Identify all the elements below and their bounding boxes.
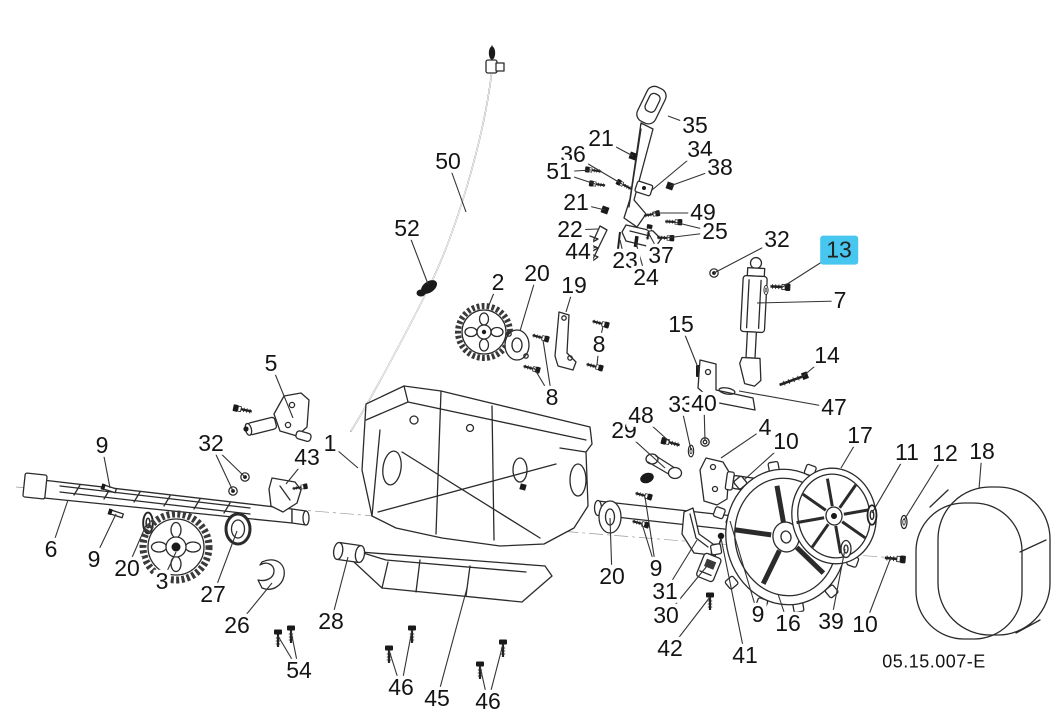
callout-20a[interactable]: 20	[522, 259, 552, 286]
callout-10a[interactable]: 10	[771, 427, 801, 454]
callout-9b[interactable]: 9	[85, 545, 103, 572]
callout-9a[interactable]: 9	[93, 431, 111, 458]
callout-43[interactable]: 43	[292, 443, 322, 470]
part-3-gear	[139, 510, 213, 584]
leader-line-9d	[729, 520, 759, 616]
part-4-bracket	[699, 457, 730, 506]
callout-12[interactable]: 12	[930, 439, 960, 466]
callout-34[interactable]: 34	[685, 135, 715, 162]
part-17-pulley-wheel	[791, 467, 877, 565]
callout-51[interactable]: 51	[544, 157, 574, 184]
part-7-shock-absorber	[739, 256, 768, 387]
callout-30[interactable]: 30	[651, 601, 681, 628]
part-29-link	[640, 453, 683, 484]
callout-46b[interactable]: 46	[473, 687, 503, 714]
part-9-pins	[100, 483, 124, 519]
callout-49[interactable]: 49	[688, 198, 718, 225]
callout-32b[interactable]: 32	[196, 429, 226, 456]
lever-fasteners	[583, 151, 684, 250]
callout-21b[interactable]: 21	[561, 188, 591, 215]
callout-38[interactable]: 38	[705, 153, 735, 180]
callout-48[interactable]: 48	[626, 401, 656, 428]
leader-line-45	[436, 587, 468, 700]
part-28-spacer	[332, 541, 366, 564]
callout-2[interactable]: 2	[489, 268, 507, 295]
callout-54[interactable]: 54	[284, 656, 314, 683]
part-26-strap	[257, 559, 285, 590]
callout-44[interactable]: 44	[563, 237, 593, 264]
callout-27[interactable]: 27	[198, 580, 228, 607]
callout-18[interactable]: 18	[967, 437, 997, 464]
callout-46a[interactable]: 46	[386, 673, 416, 700]
callout-20b[interactable]: 20	[112, 554, 142, 581]
part-30-pawl	[696, 552, 722, 583]
part-6-shaft	[22, 472, 310, 526]
callout-35[interactable]: 35	[680, 111, 710, 138]
leader-line-12	[903, 453, 946, 521]
callout-28[interactable]: 28	[316, 607, 346, 634]
callout-40[interactable]: 40	[689, 389, 719, 416]
callout-1[interactable]: 1	[321, 429, 339, 456]
callout-25[interactable]: 25	[700, 217, 730, 244]
leader-line-47	[738, 390, 835, 409]
callout-32a[interactable]: 32	[762, 225, 792, 252]
callout-24[interactable]: 24	[631, 263, 661, 290]
callout-6[interactable]: 6	[42, 535, 60, 562]
callout-8a[interactable]: 8	[590, 330, 608, 357]
part-27-bearing	[224, 512, 252, 546]
callout-17[interactable]: 17	[845, 421, 875, 448]
callout-15[interactable]: 15	[666, 310, 696, 337]
part-20-washer-plate	[504, 329, 530, 361]
part-39-washer	[840, 539, 852, 559]
callout-31[interactable]: 31	[650, 577, 680, 604]
callout-19[interactable]: 19	[559, 271, 589, 298]
callout-42[interactable]: 42	[655, 634, 685, 661]
part-19-bracket	[554, 311, 577, 371]
callout-41[interactable]: 41	[730, 641, 760, 668]
callout-3[interactable]: 3	[153, 567, 171, 594]
callout-5[interactable]: 5	[262, 349, 280, 376]
callout-52[interactable]: 52	[392, 214, 422, 241]
callout-9d[interactable]: 9	[749, 600, 767, 627]
part-44-spring	[588, 235, 599, 263]
callout-13[interactable]: 13	[820, 235, 858, 265]
leader-line-41	[720, 537, 746, 657]
callout-11[interactable]: 11	[893, 438, 921, 465]
callout-33[interactable]: 33	[666, 390, 696, 417]
leader-line-7	[756, 300, 841, 304]
callout-21a[interactable]: 21	[586, 124, 616, 151]
callout-47[interactable]: 47	[819, 393, 849, 420]
callout-20c[interactable]: 20	[597, 562, 627, 589]
callout-4[interactable]: 4	[756, 413, 774, 440]
callout-9c[interactable]: 9	[647, 554, 665, 581]
callout-39[interactable]: 39	[816, 607, 846, 634]
callout-10b[interactable]: 10	[850, 610, 880, 637]
callout-50[interactable]: 50	[433, 147, 463, 174]
part-35-shift-lever	[621, 85, 667, 249]
callout-22[interactable]: 22	[555, 215, 585, 242]
callout-7[interactable]: 7	[831, 286, 849, 313]
callout-14[interactable]: 14	[812, 341, 842, 368]
part-1-frame	[361, 385, 593, 547]
part-18-belt	[915, 486, 1051, 640]
part-52-cable-clamp	[416, 280, 438, 297]
callout-37[interactable]: 37	[646, 241, 676, 268]
callout-8b[interactable]: 8	[543, 383, 561, 410]
callout-45[interactable]: 45	[422, 684, 452, 711]
callout-16[interactable]: 16	[773, 609, 803, 636]
drawing-number: 05.15.007-E	[882, 651, 986, 672]
callout-26[interactable]: 26	[222, 611, 252, 638]
part-43-bracket	[268, 477, 309, 513]
